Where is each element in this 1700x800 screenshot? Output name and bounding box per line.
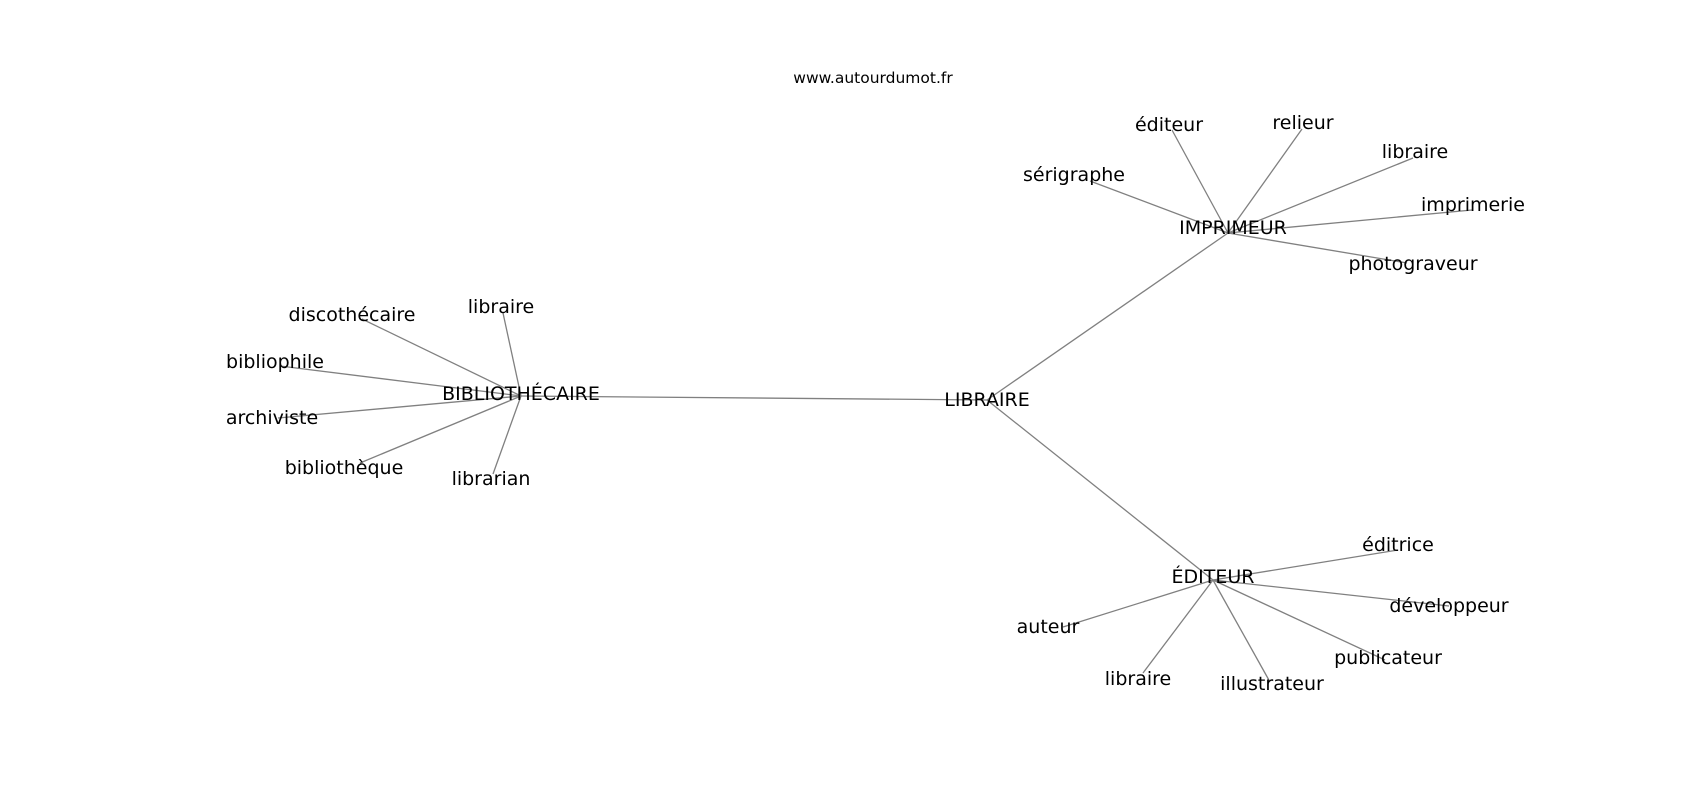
node-editeur-libraire: libraire: [1105, 668, 1171, 690]
edge-editeur-publicateur: [1212, 579, 1386, 661]
node-editeur: ÉDITEUR: [1172, 565, 1255, 588]
edge-bibliothecaire-bibliophile: [279, 365, 522, 397]
node-imprimeur-serigraphe: sérigraphe: [1023, 164, 1125, 186]
edges-layer: [277, 128, 1473, 683]
edge-bibliothecaire-libraire: [502, 312, 522, 397]
edge-center-imprimeur: [986, 232, 1229, 401]
edge-bibliothecaire-discothecaire: [361, 318, 522, 397]
node-bibliothecaire-libraire: libraire: [468, 296, 534, 318]
node-editeur-auteur: auteur: [1017, 616, 1080, 638]
edge-bibliothecaire-bibliotheque: [359, 395, 522, 464]
edge-bibliothecaire-archiviste: [277, 395, 522, 419]
edge-editeur-libraire: [1142, 579, 1214, 674]
edge-imprimeur-editeur: [1171, 129, 1229, 234]
edge-bibliothecaire-librarian: [492, 395, 522, 475]
labels-layer: www.autourdumot.fr LIBRAIRE BIBLIOTHÉCAI…: [226, 69, 1525, 695]
node-editeur-developpeur: développeur: [1389, 595, 1508, 617]
edge-imprimeur-relieur: [1227, 128, 1303, 234]
node-libraire: LIBRAIRE: [944, 389, 1029, 411]
node-editeur-editrice: éditrice: [1362, 534, 1434, 556]
node-imprimeur-photograveur: photograveur: [1348, 253, 1477, 275]
edge-editeur-developpeur: [1212, 579, 1450, 607]
edge-editeur-illustrateur: [1212, 579, 1271, 683]
edge-imprimeur-imprimerie: [1227, 209, 1473, 234]
edge-imprimeur-serigraphe: [1089, 180, 1229, 234]
node-imprimeur-libraire: libraire: [1382, 141, 1448, 163]
edge-imprimeur-libraire: [1227, 157, 1414, 234]
edge-editeur-auteur: [1062, 579, 1214, 628]
node-imprimeur-imprimerie: imprimerie: [1421, 194, 1525, 216]
node-editeur-illustrateur: illustrateur: [1220, 673, 1324, 695]
node-imprimeur: IMPRIMEUR: [1179, 217, 1287, 239]
node-editeur-publicateur: publicateur: [1334, 647, 1442, 669]
node-imprimeur-relieur: relieur: [1272, 112, 1333, 134]
node-bibliothecaire-bibliotheque: bibliothèque: [285, 457, 404, 479]
node-bibliothecaire-bibliophile: bibliophile: [226, 351, 324, 373]
edge-center-editeur: [986, 399, 1214, 581]
node-bibliothecaire-discothecaire: discothécaire: [289, 304, 416, 326]
node-bibliothecaire: BIBLIOTHÉCAIRE: [442, 382, 600, 405]
node-bibliothecaire-librarian: librarian: [452, 468, 531, 490]
edge-imprimeur-photograveur: [1227, 232, 1408, 264]
edge-editeur-editrice: [1212, 549, 1399, 581]
edge-center-bibliothecaire: [520, 395, 988, 401]
node-imprimeur-editeur: éditeur: [1135, 114, 1203, 136]
watermark-text: www.autourdumot.fr: [793, 69, 953, 87]
node-bibliothecaire-archiviste: archiviste: [226, 407, 318, 429]
